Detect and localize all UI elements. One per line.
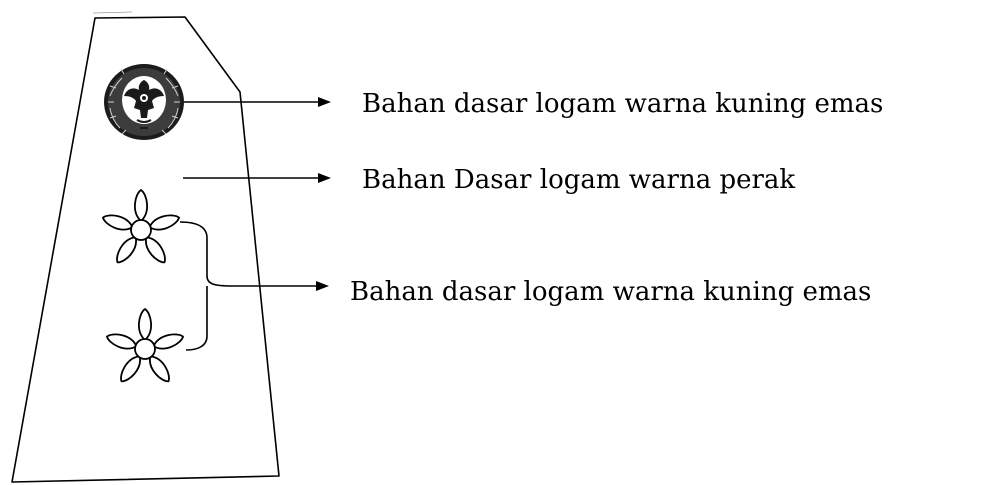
shoulder-board-outline — [11, 16, 280, 483]
flower-icon — [102, 189, 180, 264]
label-base-material: Bahan Dasar logam warna perak — [362, 165, 796, 195]
flower-icon — [106, 308, 184, 383]
label-flowers-material: Bahan dasar logam warna kuning emas — [350, 277, 872, 307]
arrow-flowers — [232, 281, 329, 291]
emblem-icon — [104, 64, 184, 140]
label-emblem-material: Bahan dasar logam warna kuning emas — [362, 89, 884, 119]
flower-bracket — [179, 221, 233, 351]
arrow-base — [183, 173, 331, 183]
arrow-emblem — [184, 97, 331, 107]
